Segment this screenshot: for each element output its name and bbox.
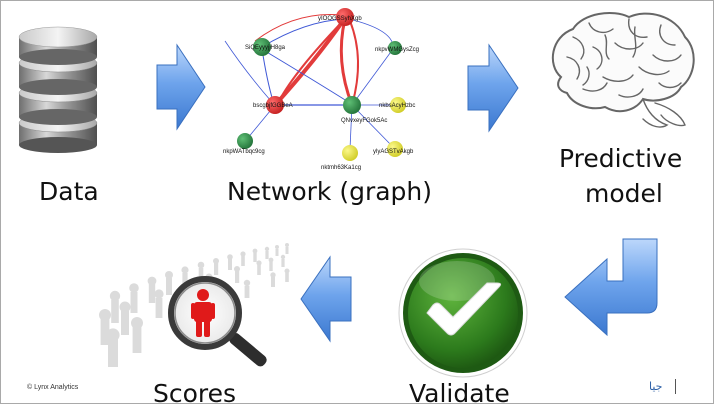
stage-label-scores: Scores — [153, 379, 237, 404]
graph-node: bscgbjfGGBeA — [253, 96, 293, 114]
arrow-left-icon — [300, 255, 352, 343]
copyright-text: © Lynx Analytics — [27, 384, 79, 391]
network-graph-icon: yIOOGSSyhXgb SiQEyyyjjH8ga bscgbjfGGBeA … — [223, 8, 419, 171]
svg-text:yIOOGSSyhXgb: yIOOGSSyhXgb — [318, 16, 362, 22]
graph-node: ylyAGSTvAkgb — [373, 141, 414, 157]
graph-node: QNvxeyFGok5Ac — [341, 96, 387, 124]
stage-label-predictive: Predictive — [559, 144, 683, 173]
database-icon — [18, 26, 98, 153]
stage-label-network: Network (graph) — [227, 177, 433, 206]
graph-node: nkpWATbqc9cg — [223, 133, 265, 155]
logo-mark: جيا — [649, 380, 663, 393]
svg-text:QNvxeyFGok5Ac: QNvxeyFGok5Ac — [341, 118, 387, 124]
stage-label-validate: Validate — [409, 379, 510, 404]
arrow-uturn-icon — [564, 238, 658, 337]
graph-node: nkpvWMGysZcg — [375, 41, 419, 55]
graph-node: yIOOGSSyhXgb — [318, 8, 362, 26]
svg-text:nktmh63Ka1cg: nktmh63Ka1cg — [321, 165, 361, 171]
arrow-right-icon — [156, 43, 206, 131]
checkmark-icon — [398, 248, 528, 378]
svg-text:ylyAGSTvAkgb: ylyAGSTvAkgb — [373, 149, 414, 155]
brain-icon — [552, 12, 695, 128]
magnifier-person-icon — [99, 243, 290, 367]
graph-node: SiQEyyyjjH8ga — [245, 38, 286, 56]
footer-divider — [675, 379, 676, 394]
svg-text:bscgbjfGGBeA: bscgbjfGGBeA — [253, 103, 293, 109]
arrow-right-icon — [467, 43, 519, 133]
stage-label-model: model — [585, 179, 663, 208]
svg-text:SiQEyyyjjH8ga: SiQEyyyjjH8ga — [245, 45, 286, 51]
graph-node: nktmh63Ka1cg — [321, 145, 361, 171]
graph-node: nkbsAcyHzbc — [379, 97, 415, 113]
graph-edges — [224, 14, 395, 150]
stage-label-data: Data — [39, 177, 99, 206]
svg-text:nkbsAcyHzbc: nkbsAcyHzbc — [379, 103, 415, 109]
svg-text:nkpvWMGysZcg: nkpvWMGysZcg — [375, 47, 419, 53]
svg-text:nkpWATbqc9cg: nkpWATbqc9cg — [223, 149, 265, 155]
magnifier — [168, 276, 267, 367]
